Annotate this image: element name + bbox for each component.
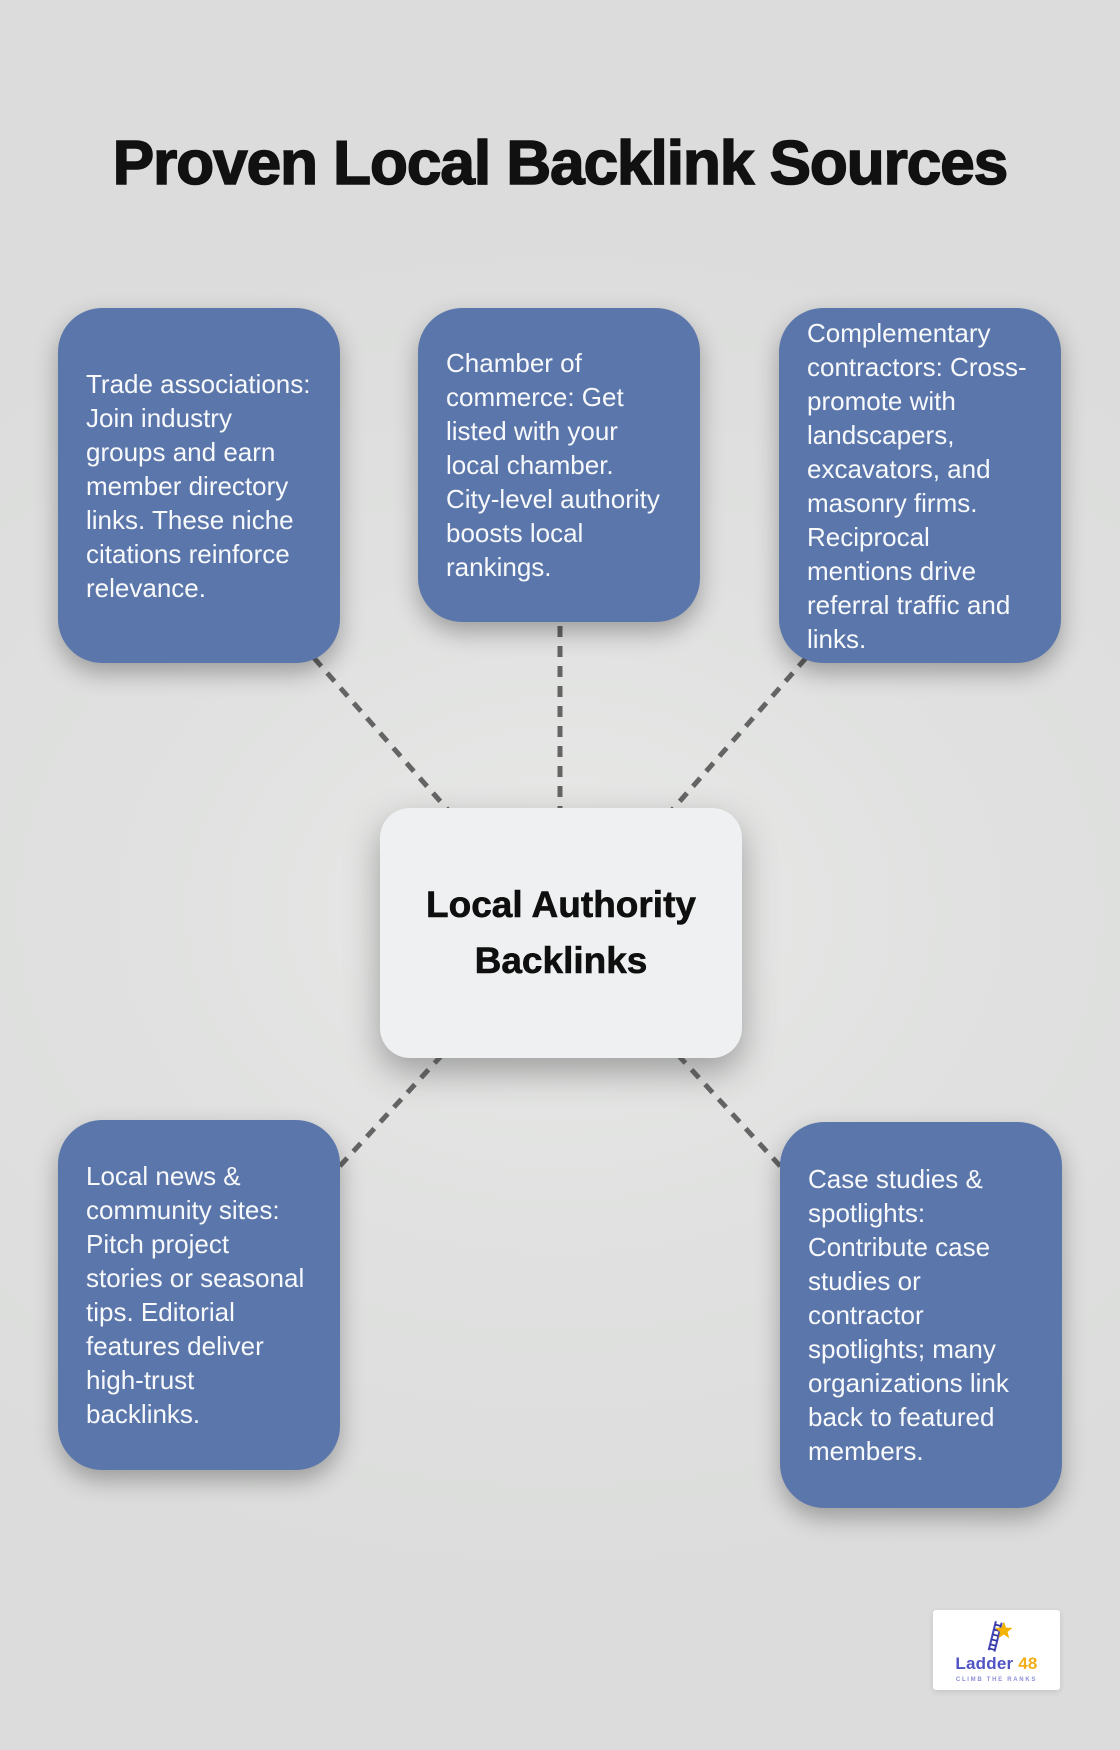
brand-tagline: CLIMB THE RANKS [955, 1677, 1038, 1683]
info-card-trade-associations: Trade associations: Join industry groups… [58, 308, 340, 663]
info-card-local-news-community-sites: Local news & community sites: Pitch proj… [58, 1120, 340, 1470]
ladder-star-icon [987, 1621, 1013, 1652]
connector-line-bottom-left [336, 1053, 444, 1170]
connector-line-bottom-right [676, 1053, 784, 1170]
info-card-chamber-of-commerce: Chamber of commerce: Get listed with you… [418, 308, 700, 622]
page-title: Proven Local Backlink Sources [112, 128, 1009, 199]
brand-name-accent: 48 [1018, 1654, 1038, 1673]
info-card-text: Trade associations: Join industry groups… [86, 368, 311, 603]
connector-line-top-left [312, 656, 457, 820]
brand-name-primary: Ladder [955, 1654, 1014, 1673]
info-card-text: Chamber of commerce: Get listed with you… [446, 348, 660, 582]
info-card-complementary-contractors: Complementary contractors: Cross-promote… [779, 308, 1061, 663]
brand-name: Ladder 48 [955, 1654, 1037, 1674]
center-node-label: Local Authority Backlinks [426, 884, 697, 982]
star-icon [994, 1621, 1013, 1639]
info-card-case-studies-spotlights: Case studies & spotlights: Contribute ca… [780, 1122, 1062, 1508]
connector-line-top-right [663, 656, 808, 820]
center-node: Local Authority Backlinks [380, 808, 742, 1058]
logo-card: Ladder 48 CLIMB THE RANKS [933, 1610, 1060, 1690]
info-card-text: Case studies & spotlights: Contribute ca… [808, 1164, 1009, 1466]
info-card-text: Complementary contractors: Cross-promote… [807, 317, 1027, 654]
info-card-text: Local news & community sites: Pitch proj… [86, 1161, 305, 1429]
